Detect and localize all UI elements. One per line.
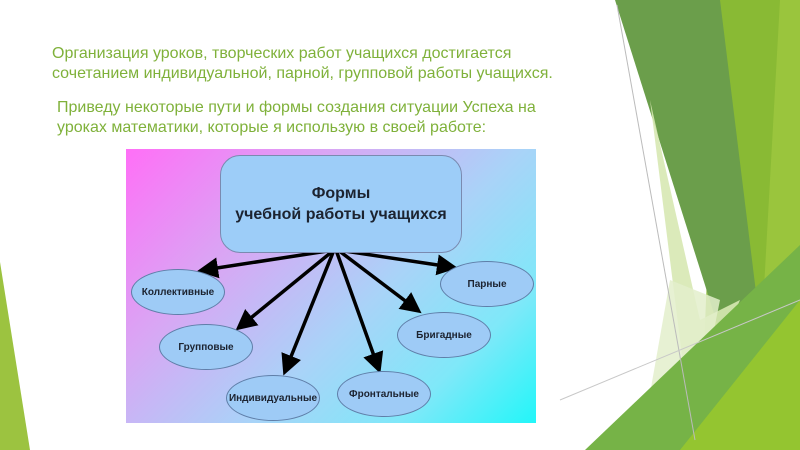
node-label: Бригадные xyxy=(416,329,472,341)
node-frontal: Фронтальные xyxy=(337,371,431,417)
methods-paragraph: Приведу некоторые пути и формы создания … xyxy=(57,98,577,138)
node-label: Групповые xyxy=(178,341,234,353)
lime-green-triangle xyxy=(680,300,800,450)
root-subtitle: учебной работы учащихся xyxy=(235,206,447,223)
dark-green-triangle xyxy=(615,0,760,380)
arrow-to-frontal xyxy=(334,249,384,374)
node-collective: Коллективные xyxy=(131,269,225,315)
methods-line-2: уроках математики, которые я использую в… xyxy=(57,119,487,136)
arrow-to-brigade xyxy=(336,248,422,314)
intro-line-1: Организация уроков, творческих работ уча… xyxy=(52,45,512,62)
arrow-to-group xyxy=(235,248,336,331)
left-green-wedge xyxy=(0,262,30,450)
node-label: Коллективные xyxy=(141,286,215,298)
grey-guide-line-diagonal xyxy=(559,299,800,401)
node-group: Групповые xyxy=(159,324,253,370)
methods-line-1: Приведу некоторые пути и формы создания … xyxy=(57,99,536,116)
root-title: Формы xyxy=(311,185,371,202)
work-forms-diagram: Формы учебной работы учащихся Коллективн… xyxy=(126,149,536,423)
node-label: Фронтальные xyxy=(349,388,419,400)
node-label: Индивидуальные xyxy=(228,392,318,404)
node-label: Парные xyxy=(467,278,507,290)
arrow-to-individual xyxy=(281,249,336,376)
grey-guide-line xyxy=(616,4,696,441)
intro-line-2: сочетанием индивидуальной, парной, групп… xyxy=(52,65,553,82)
node-pairs: Парные xyxy=(440,261,534,307)
root-forms-box: Формы учебной работы учащихся xyxy=(220,155,462,253)
diagram-arrows xyxy=(197,248,458,376)
node-brigade: Бригадные xyxy=(397,312,491,358)
arrow-to-collective xyxy=(197,248,335,279)
intro-paragraph: Организация уроков, творческих работ уча… xyxy=(52,44,592,84)
node-individual: Индивидуальные xyxy=(226,375,320,421)
